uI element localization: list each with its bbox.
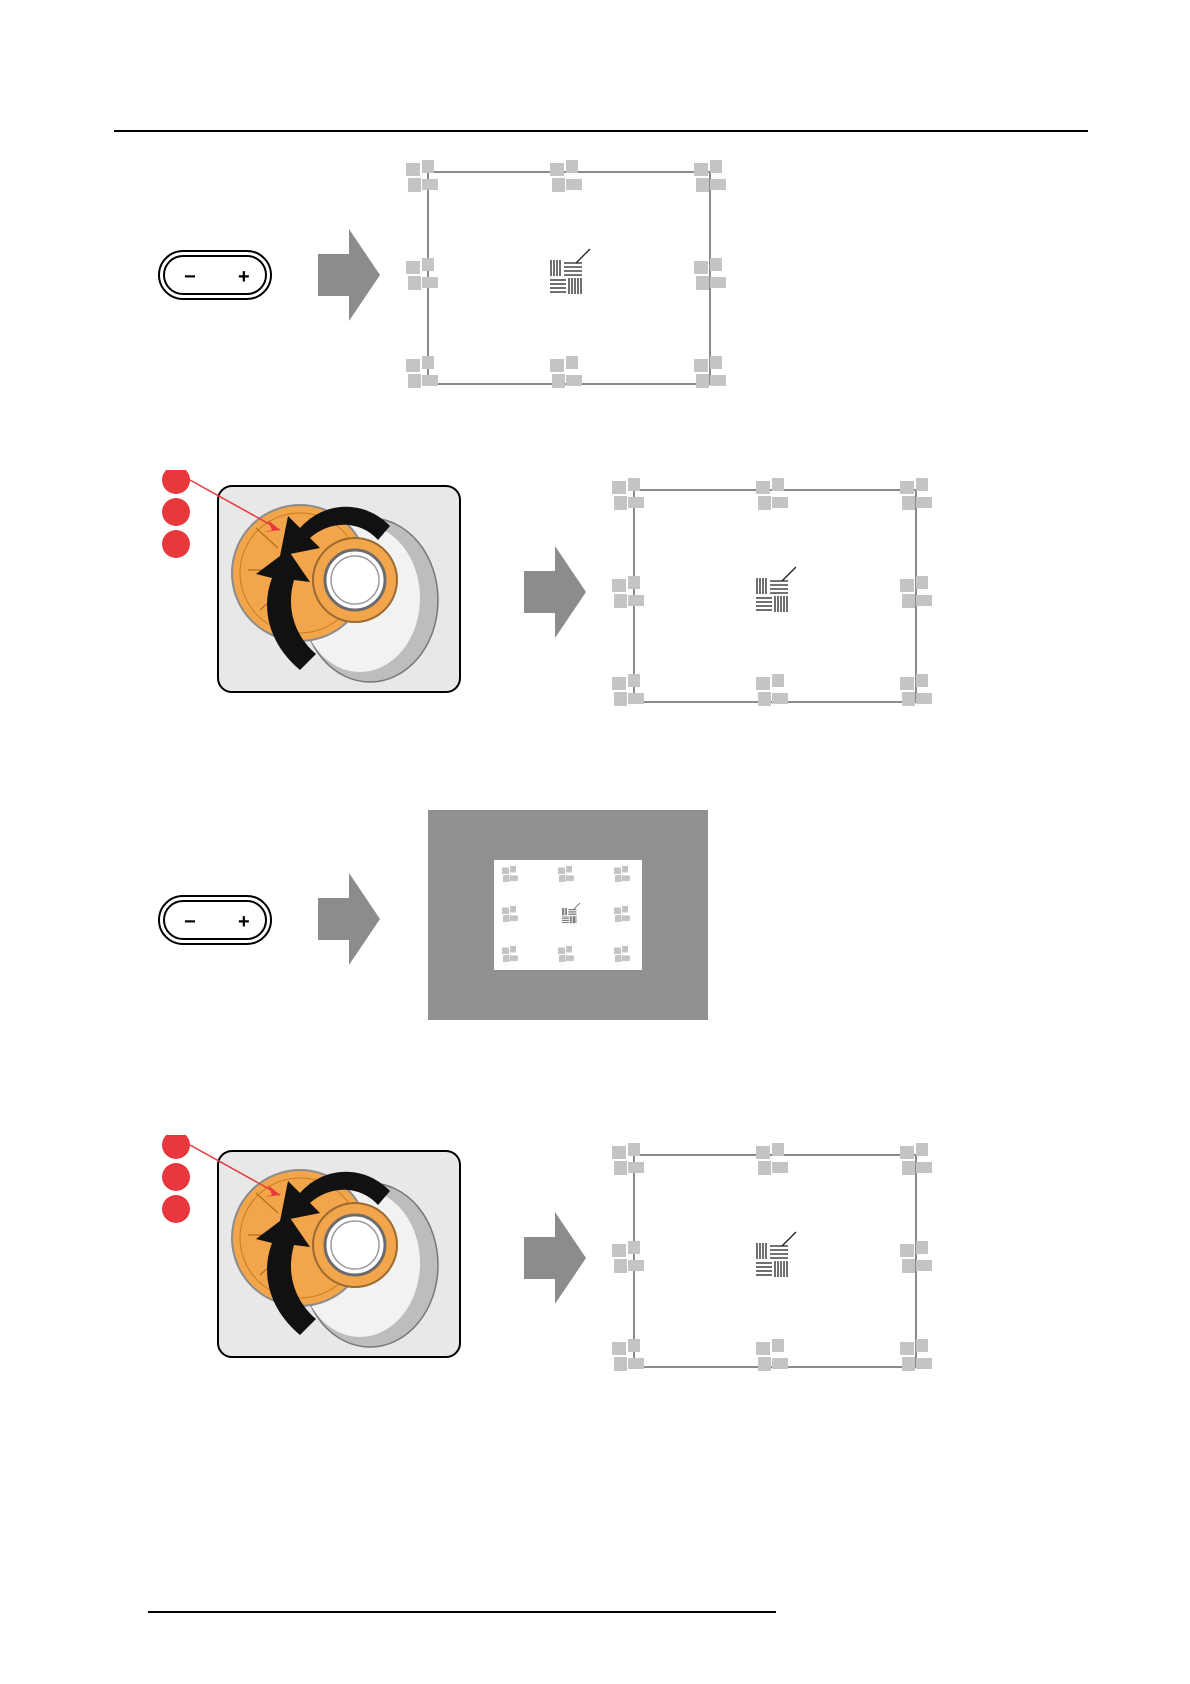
zoom-rocker-button-icon[interactable]: − + bbox=[158, 250, 274, 302]
step-3-zoom: − + bbox=[0, 810, 1190, 1030]
step-4-lens bbox=[0, 1135, 1190, 1375]
zoom-plus-label: + bbox=[238, 266, 250, 288]
right-arrow-icon bbox=[524, 546, 588, 640]
footer-rule bbox=[148, 1611, 776, 1613]
test-pattern-icon bbox=[612, 1143, 942, 1383]
right-arrow-icon bbox=[524, 1212, 588, 1306]
test-pattern-icon bbox=[406, 160, 736, 400]
step-1-zoom: − + bbox=[0, 150, 1190, 410]
zoom-minus-label: − bbox=[184, 911, 196, 933]
test-pattern-small-icon bbox=[428, 810, 710, 1022]
step-2-lens bbox=[0, 470, 1190, 710]
lens-zoom-ring-icon bbox=[160, 1135, 470, 1365]
zoom-rocker-button-icon[interactable]: − + bbox=[158, 895, 274, 947]
zoom-minus-label: − bbox=[184, 266, 196, 288]
header-rule bbox=[114, 130, 1088, 132]
zoom-plus-label: + bbox=[238, 911, 250, 933]
right-arrow-icon bbox=[318, 229, 382, 323]
lens-zoom-ring-icon bbox=[160, 470, 470, 700]
test-pattern-icon bbox=[612, 478, 942, 718]
right-arrow-icon bbox=[318, 873, 382, 967]
